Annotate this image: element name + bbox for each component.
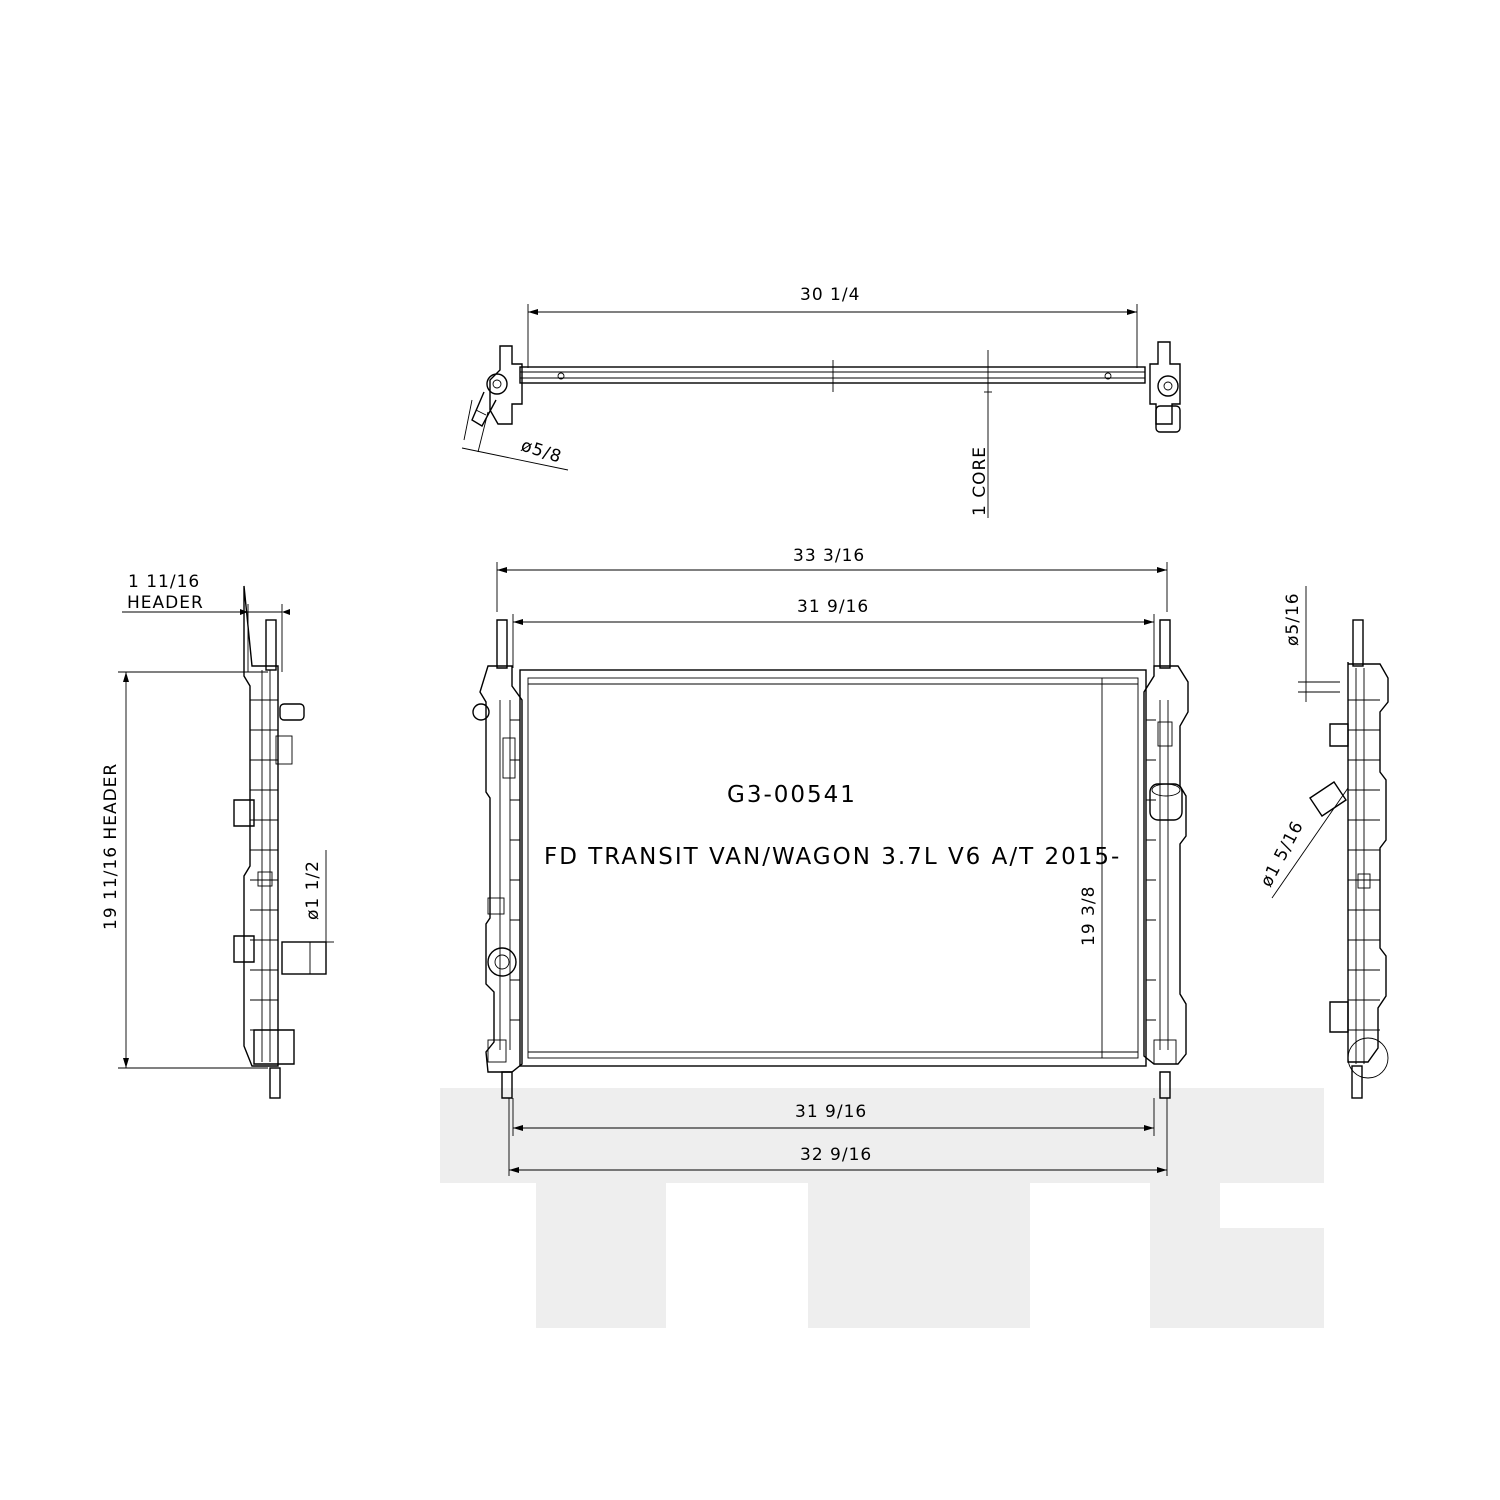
right-inlet-diameter: ø1 5/16 [1257, 818, 1308, 891]
part-number: G3-00541 [727, 782, 857, 808]
right-small-port-diameter: ø5/16 [1283, 592, 1303, 646]
core-count-label: 1 CORE [970, 446, 990, 516]
bottom-overall-width-dimension: 32 9/16 [800, 1145, 872, 1165]
right-side-view: ø5/16 ø1 5/16 [1257, 586, 1389, 1099]
top-width-dimension: 30 1/4 [800, 285, 860, 305]
left-outlet-diameter: ø1 1/2 [303, 860, 323, 920]
header-height-dimension: 19 11/16 HEADER [101, 763, 121, 930]
top-inlet-diameter: ø5/8 [518, 436, 564, 468]
vehicle-application: FD TRANSIT VAN/WAGON 3.7L V6 A/T 2015- [544, 844, 1121, 870]
top-view: 30 1/4 ø5/8 1 CORE [461, 285, 1181, 518]
top-tank-width-dimension: 31 9/16 [797, 597, 869, 617]
header-depth-value: 1 11/16 [128, 572, 200, 592]
core-height-dimension: 19 3/8 [1079, 886, 1099, 946]
bottom-tank-width-dimension: 31 9/16 [795, 1102, 867, 1122]
front-view: 33 3/16 31 9/16 [472, 546, 1189, 1176]
left-side-view: 1 11/16 HEADER 19 11/16 HEADER ø1 1/2 [101, 572, 334, 1099]
tyc-watermark-logo [440, 1088, 1324, 1328]
overall-width-dimension: 33 3/16 [793, 546, 865, 566]
header-depth-label: HEADER [127, 593, 204, 613]
